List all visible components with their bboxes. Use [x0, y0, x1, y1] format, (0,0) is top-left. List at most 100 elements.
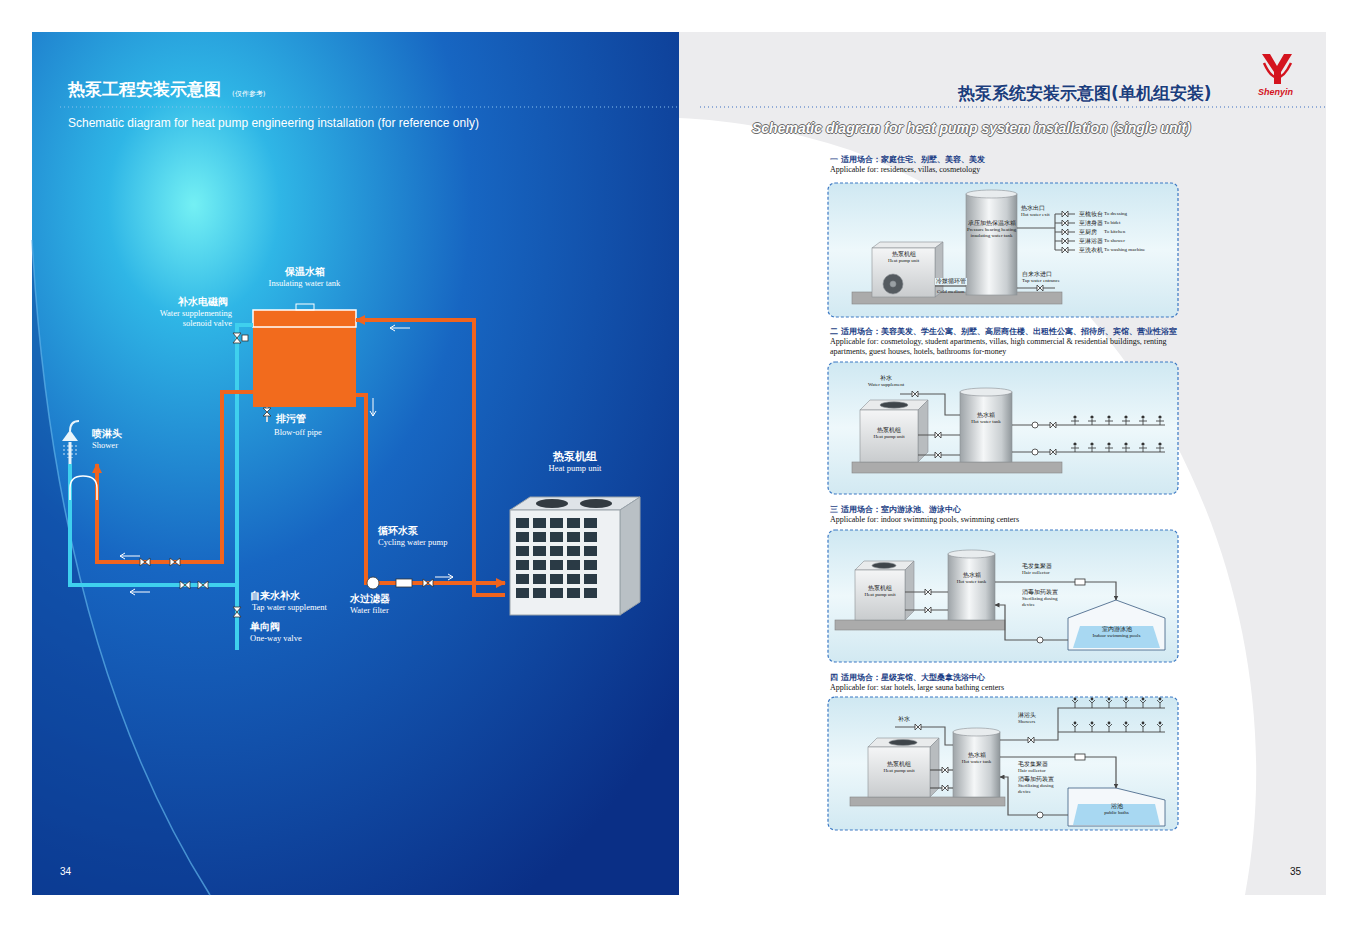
tank-cylinder — [966, 194, 1017, 295]
label-text: 淋浴头 — [1018, 712, 1036, 719]
cold-water-pipe — [70, 325, 253, 650]
tank-cylinder — [948, 554, 995, 620]
mixing-valve — [70, 476, 97, 500]
pipe-connector — [935, 285, 966, 286]
tap-icon — [1105, 415, 1113, 425]
heat-pump-illustration — [567, 574, 580, 584]
label-text: Tap water supplement — [252, 603, 327, 613]
label-text: Water supplementing solenoid valve — [140, 309, 232, 329]
node-subtitle: Shower — [92, 441, 130, 451]
node-subtitle: Insulating water tank — [253, 279, 356, 289]
swimming-pool: 室内游泳池Indoor swimming pools — [1068, 600, 1165, 650]
water-tank-body — [296, 304, 314, 310]
pool-building — [1068, 788, 1165, 826]
node-title: 热泵机组 — [860, 427, 918, 434]
node-title: 保温水箱 — [253, 266, 356, 279]
label-text: 热水出口 — [1021, 205, 1045, 212]
heat-pump-illustration — [536, 499, 568, 508]
heat-pump-illustration — [533, 546, 546, 556]
panel-pipe — [1017, 287, 1055, 288]
label-text: Sterilizing dosing device — [1018, 783, 1062, 795]
node-subtitle: Hot water tank — [948, 579, 995, 585]
heat-pump-illustration — [516, 574, 529, 584]
heat-pump-illustration — [550, 518, 563, 528]
hot-water-pipe — [356, 320, 505, 595]
tap-icon — [1105, 442, 1113, 452]
bath-pool: 浴池public baths — [1068, 788, 1165, 826]
node-title: 浴池 — [1068, 803, 1165, 810]
valve-symbol — [942, 767, 948, 773]
shower-icon — [1106, 722, 1112, 732]
edge-label: 冷媒循环管 — [935, 278, 967, 285]
label-text: To shower — [1104, 238, 1125, 244]
heat-pump-illustration — [584, 532, 597, 542]
tank-cylinder — [953, 728, 1000, 736]
mixing-valve — [70, 476, 97, 500]
label-text: 至梳妆台 — [1079, 211, 1103, 218]
tank-cylinder — [948, 550, 995, 558]
valve-symbol — [140, 211, 1085, 818]
page-ground — [679, 32, 1326, 895]
panel-pipe — [1055, 214, 1075, 250]
valve-symbol — [263, 408, 271, 416]
label-text: 排污管 — [276, 413, 306, 426]
node-title: 热水箱 — [948, 572, 995, 579]
heat-pump-illustration — [533, 518, 546, 528]
node-subtitle: Applicable for: indoor swimming pools, s… — [830, 515, 1182, 524]
heat-pump-illustration — [510, 497, 640, 510]
tap-icon — [1139, 415, 1147, 425]
label-text: Water filter — [350, 606, 389, 616]
heat-pump-illustration — [918, 400, 928, 462]
flow-arrow — [390, 325, 410, 331]
node-title: 一 适用场合：家庭住宅、别墅、美容、美发 — [830, 155, 1182, 165]
heat-pump-illustration — [516, 588, 529, 598]
label-text: To bidet — [1104, 220, 1120, 226]
heat-pump-illustration — [516, 560, 529, 570]
valve-symbol — [1075, 579, 1085, 585]
application-panel: 三 适用场合：室内游泳池、游泳中心Applicable for: indoor … — [826, 503, 1182, 664]
valve-symbol — [1028, 737, 1034, 743]
heat-pump-illustration — [584, 574, 597, 584]
tank-cylinder — [960, 392, 1012, 462]
valve-symbol — [1037, 812, 1043, 818]
label-text: 毛发集聚器 — [1022, 563, 1052, 570]
label-text: Sterilizing dosing device — [1022, 596, 1066, 608]
tap-icon — [1071, 415, 1164, 452]
heat-pump-illustration — [567, 532, 580, 542]
heat-pump-illustration — [533, 574, 546, 584]
shower-icon — [62, 430, 78, 441]
page-ground — [700, 106, 1326, 107]
shower-icon — [1123, 698, 1129, 708]
application-panel: 四 适用场合：星级宾馆、大型桑拿洗浴中心Applicable for: star… — [826, 671, 1182, 832]
tank-cylinder — [960, 388, 1012, 396]
node-subtitle: Hot water tank — [960, 419, 1012, 425]
label-text: 消毒加药装置 — [1022, 589, 1058, 596]
heat-pump-illustration — [868, 747, 930, 797]
water-tank-body — [253, 310, 356, 407]
node-subtitle: Hot water tank — [953, 759, 1000, 765]
flow-arrow — [130, 589, 150, 595]
valve-symbol — [367, 577, 379, 589]
label-text: 循环水泵 — [378, 525, 418, 538]
tank-cylinder — [966, 190, 1017, 198]
heat-pump-illustration — [584, 588, 597, 598]
heat-pump-illustration — [533, 588, 546, 598]
shower-icon — [62, 421, 79, 464]
tap-icon — [1156, 442, 1164, 452]
heat-pump-unit: 热泵机组Heat pump unit — [855, 570, 905, 620]
valve-symbol — [1032, 422, 1038, 428]
label-text: Hair collector — [1018, 768, 1046, 774]
heat-pump-illustration — [567, 588, 580, 598]
application-panel: 一 适用场合：家庭住宅、别墅、美容、美发Applicable for: resi… — [826, 153, 1182, 319]
label-text: 自来水进口 — [1022, 271, 1052, 278]
heat-pump-illustration — [567, 560, 580, 570]
heat-pump-illustration — [889, 740, 917, 746]
logo-mark — [1262, 54, 1292, 84]
heat-pump-illustration — [516, 532, 529, 542]
node-subtitle: Applicable for: cosmetology, student apa… — [830, 337, 1182, 355]
label-text: To kitchen — [1104, 229, 1125, 235]
heat-pump-illustration — [533, 560, 546, 570]
node-title: 热泵机组 — [505, 450, 645, 464]
